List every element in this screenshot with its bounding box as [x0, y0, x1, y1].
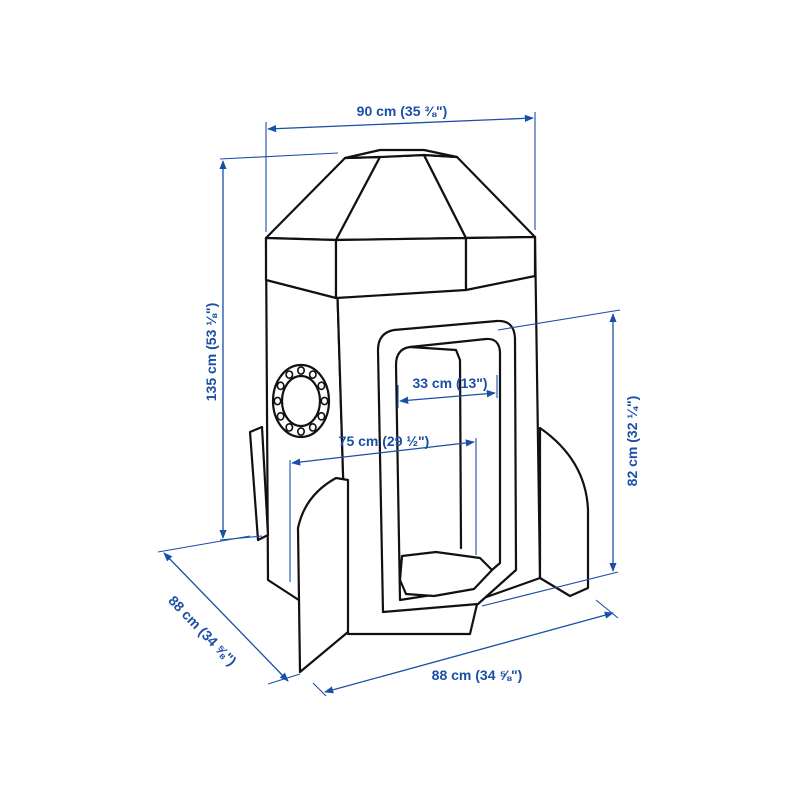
rocket-playhouse	[248, 148, 590, 674]
porthole-bolts	[273, 366, 329, 436]
porthole-bolt	[276, 381, 285, 391]
porthole-bolt	[320, 396, 329, 406]
porthole-bolt	[308, 422, 317, 432]
fin-left-back	[248, 425, 270, 542]
porthole-bolt	[285, 370, 294, 379]
porthole-bolt	[308, 370, 317, 379]
label-door-height: 82 cm (32 ¼")	[624, 396, 640, 487]
porthole-bolt	[317, 411, 326, 421]
porthole-bolt	[296, 366, 305, 375]
rocket-band-front	[334, 236, 468, 300]
dim-line-door-width	[399, 390, 496, 404]
porthole-bolt	[285, 422, 294, 432]
porthole-bolt	[317, 381, 326, 391]
rocket-band-right	[464, 235, 537, 292]
dim-line-inner-width	[291, 439, 475, 466]
dim-line-top-width	[267, 114, 534, 133]
door-opening	[376, 319, 518, 614]
label-depth-left: 88 cm (34 ⅝")	[165, 592, 240, 668]
door-floor	[398, 550, 494, 598]
porthole-bolt	[296, 427, 305, 436]
porthole-bolt	[273, 396, 282, 406]
porthole-bolt	[276, 411, 285, 421]
label-top-width: 90 cm (35 ⅜")	[357, 103, 448, 119]
label-door-width: 33 cm (13")	[412, 375, 487, 391]
porthole-window	[271, 363, 331, 439]
dimension-lines	[157, 112, 621, 697]
rocket-roof-top	[343, 148, 459, 160]
fin-front-left	[296, 476, 350, 674]
label-depth-front: 88 cm (34 ⅝")	[432, 667, 523, 683]
dim-line-depth-front	[324, 611, 614, 694]
dim-line-depth-left	[163, 552, 289, 682]
label-inner-width: 75 cm (29 ½")	[339, 433, 430, 449]
fin-right	[538, 426, 590, 598]
label-total-height: 135 cm (53 ⅛")	[203, 303, 219, 401]
